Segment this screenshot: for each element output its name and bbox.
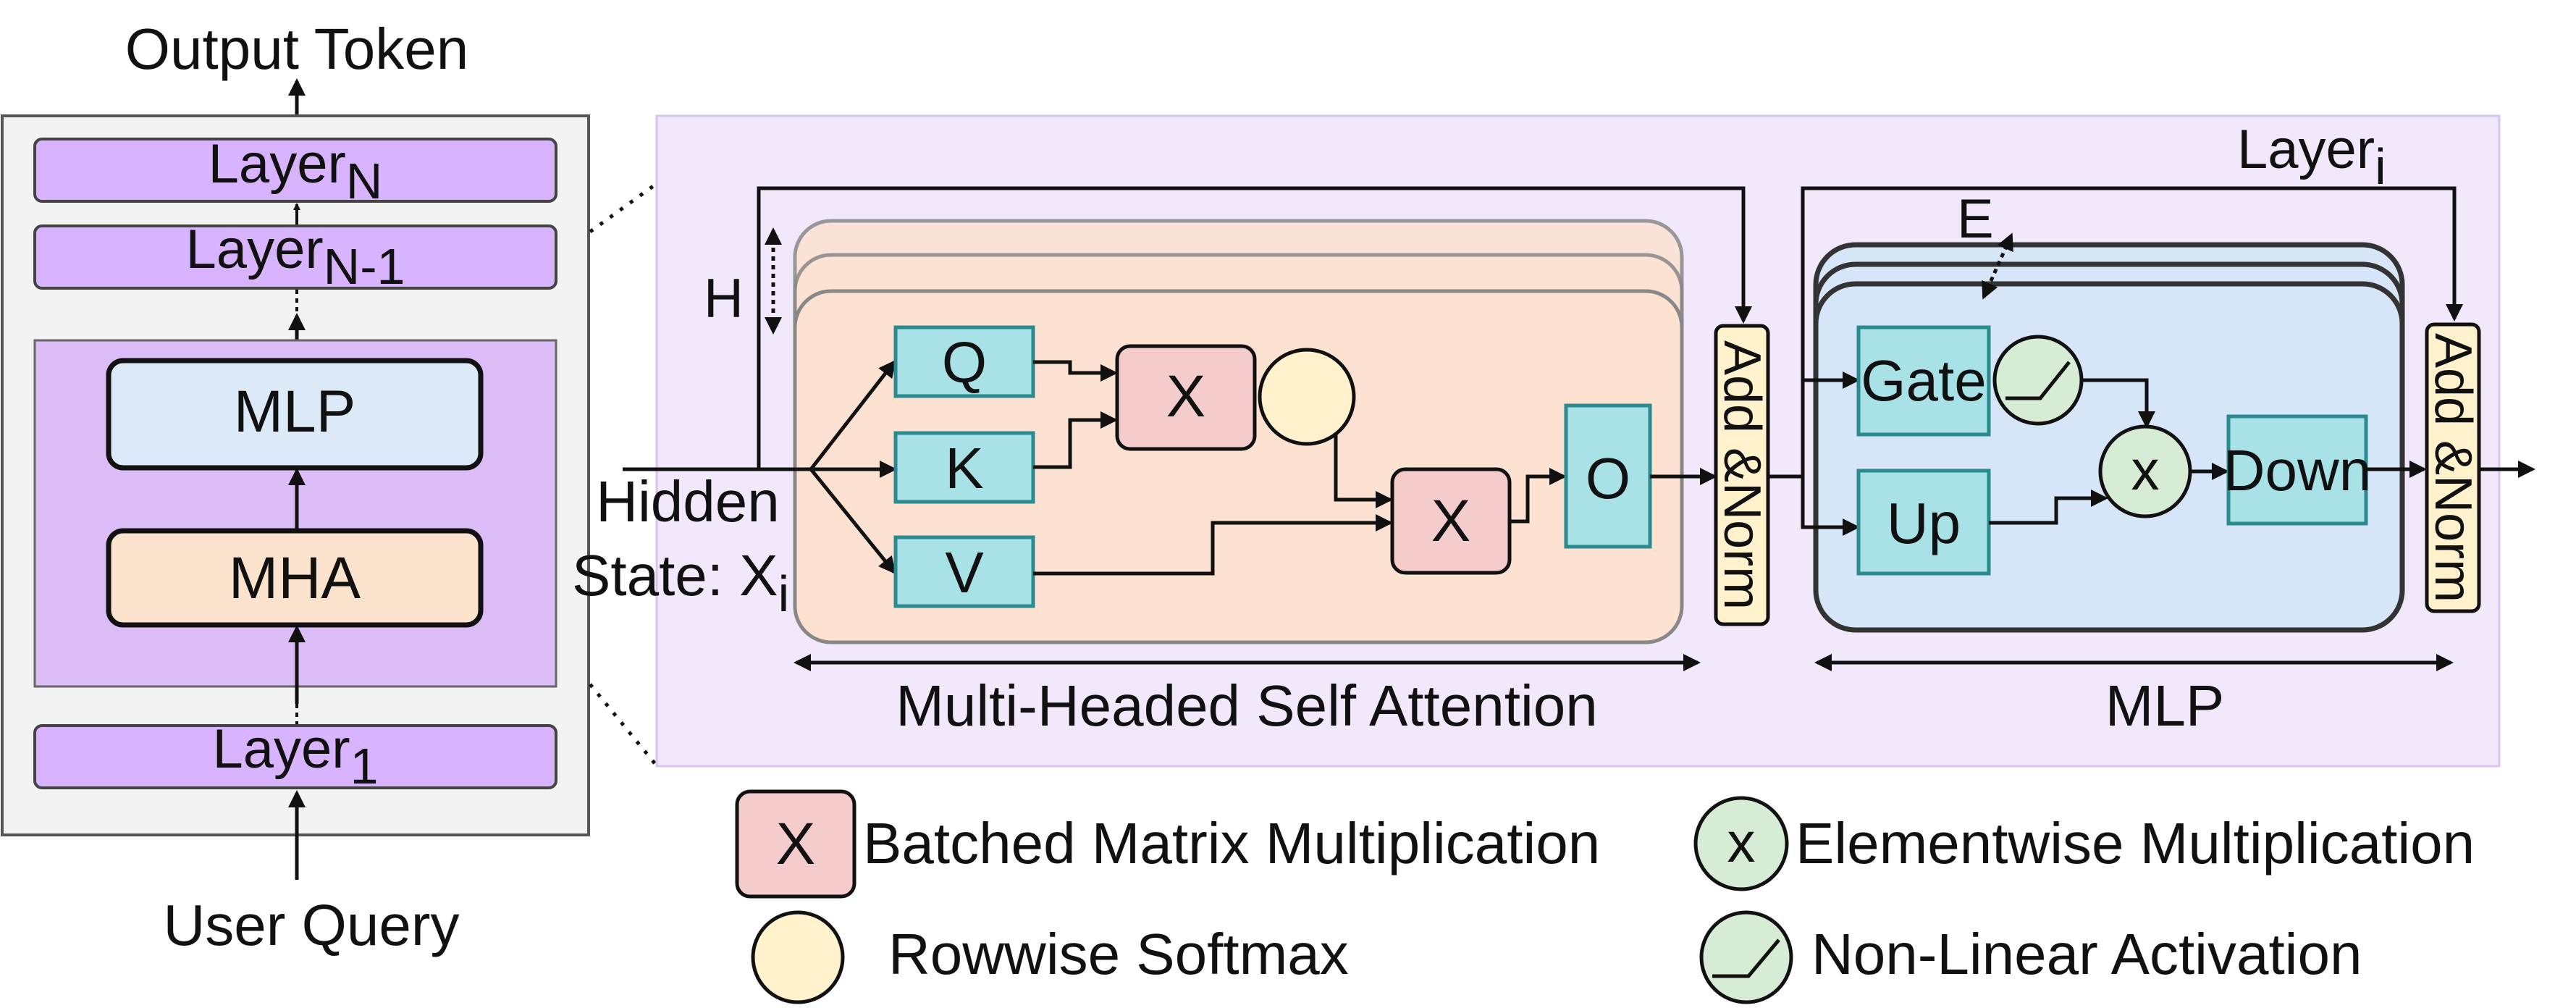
legend-elementwise-icon [1693,796,1789,891]
legend-softmax-icon [751,910,845,1004]
legend-elementwise-label: Elementwise Multiplication [1796,811,2475,875]
zoom-line-bottom [589,683,657,765]
matmul1-label: X [1166,364,1206,429]
user-query-label: User Query [164,893,460,957]
matmul1-box [1115,344,1257,451]
zoom-line-top [589,182,657,234]
o-label: O [1586,446,1630,511]
up-to-elementwise [1989,490,2108,525]
layer-n1-label: LayerN-1 [186,219,405,295]
layer-n-box [33,138,557,203]
heads-label: H [704,268,744,329]
output-token-label: Output Token [125,17,468,81]
legend: X Batched Matrix Multiplication x Elemen… [735,789,2475,1004]
q-box [893,325,1035,398]
hidden-state-line1: Hidden [596,469,780,534]
legend-matmul-symbol: X [776,811,816,877]
v-to-matmul2 [1033,514,1393,576]
detail-layer-label: Layeri [2237,119,2386,195]
softmax-circle [1258,348,1356,446]
hidden-state-line2: State: Xi [572,543,789,622]
experts-label: E [1957,188,1994,250]
stack-mha-label: MHA [229,545,361,611]
legend-activation-icon [1699,910,1793,1004]
mlp-caption: MLP [2105,673,2225,738]
up-label: Up [1887,491,1961,555]
layer-1-box [33,724,557,789]
legend-matmul-label: Batched Matrix Multiplication [863,811,1600,875]
elementwise-label: x [2131,438,2160,502]
gate-box [1856,325,1991,437]
to-q-arrow [809,359,896,471]
gate-label: Gate [1861,348,1986,413]
matmul2-to-o [1510,468,1567,524]
to-up-arrow [1801,476,1860,536]
q-label: Q [942,330,987,395]
layer-stack: Output Token LayerN LayerN-1 MLP MHA Lay… [1,17,657,957]
activation-to-elementwise [2082,378,2155,429]
k-box [893,431,1035,504]
legend-elementwise-symbol: x [1727,810,1756,874]
add-norm-1-label: Add &Norm [1713,340,1771,610]
matmul2-label: X [1431,488,1471,554]
up-box [1856,469,1991,576]
layer-n-label: LayerN [209,133,383,209]
activation-curve-icon [2005,361,2071,400]
softmax-to-matmul2 [1334,433,1393,508]
k-label: K [945,436,983,500]
activation-circle [1992,335,2084,426]
down-label: Down [2223,438,2372,503]
v-box [893,535,1035,608]
legend-softmax-label: Rowwise Softmax [888,922,1349,986]
layer-n1-box [33,224,557,290]
k-to-matmul1 [1033,411,1118,469]
stack-mlp-label: MLP [234,379,356,445]
legend-activation-label: Non-Linear Activation [1811,922,2362,986]
legend-activation-curve-icon [1712,938,1780,978]
add-norm-2-label: Add &Norm [2424,333,2482,602]
residual-1-path [757,186,1752,469]
legend-matmul-icon [735,789,856,899]
attention-caption: Multi-Headed Self Attention [896,673,1597,738]
layer-1-label: Layer1 [212,718,378,794]
experts-indicator [1982,232,2013,300]
layer-detail: Layeri H Hidden State: Xi Q K V X [572,114,2535,768]
to-gate-arrow [1801,371,1860,476]
residual-2-path [1801,186,2463,476]
to-v-arrow [809,468,896,575]
v-label: V [945,540,984,605]
q-to-matmul1 [1033,360,1118,382]
